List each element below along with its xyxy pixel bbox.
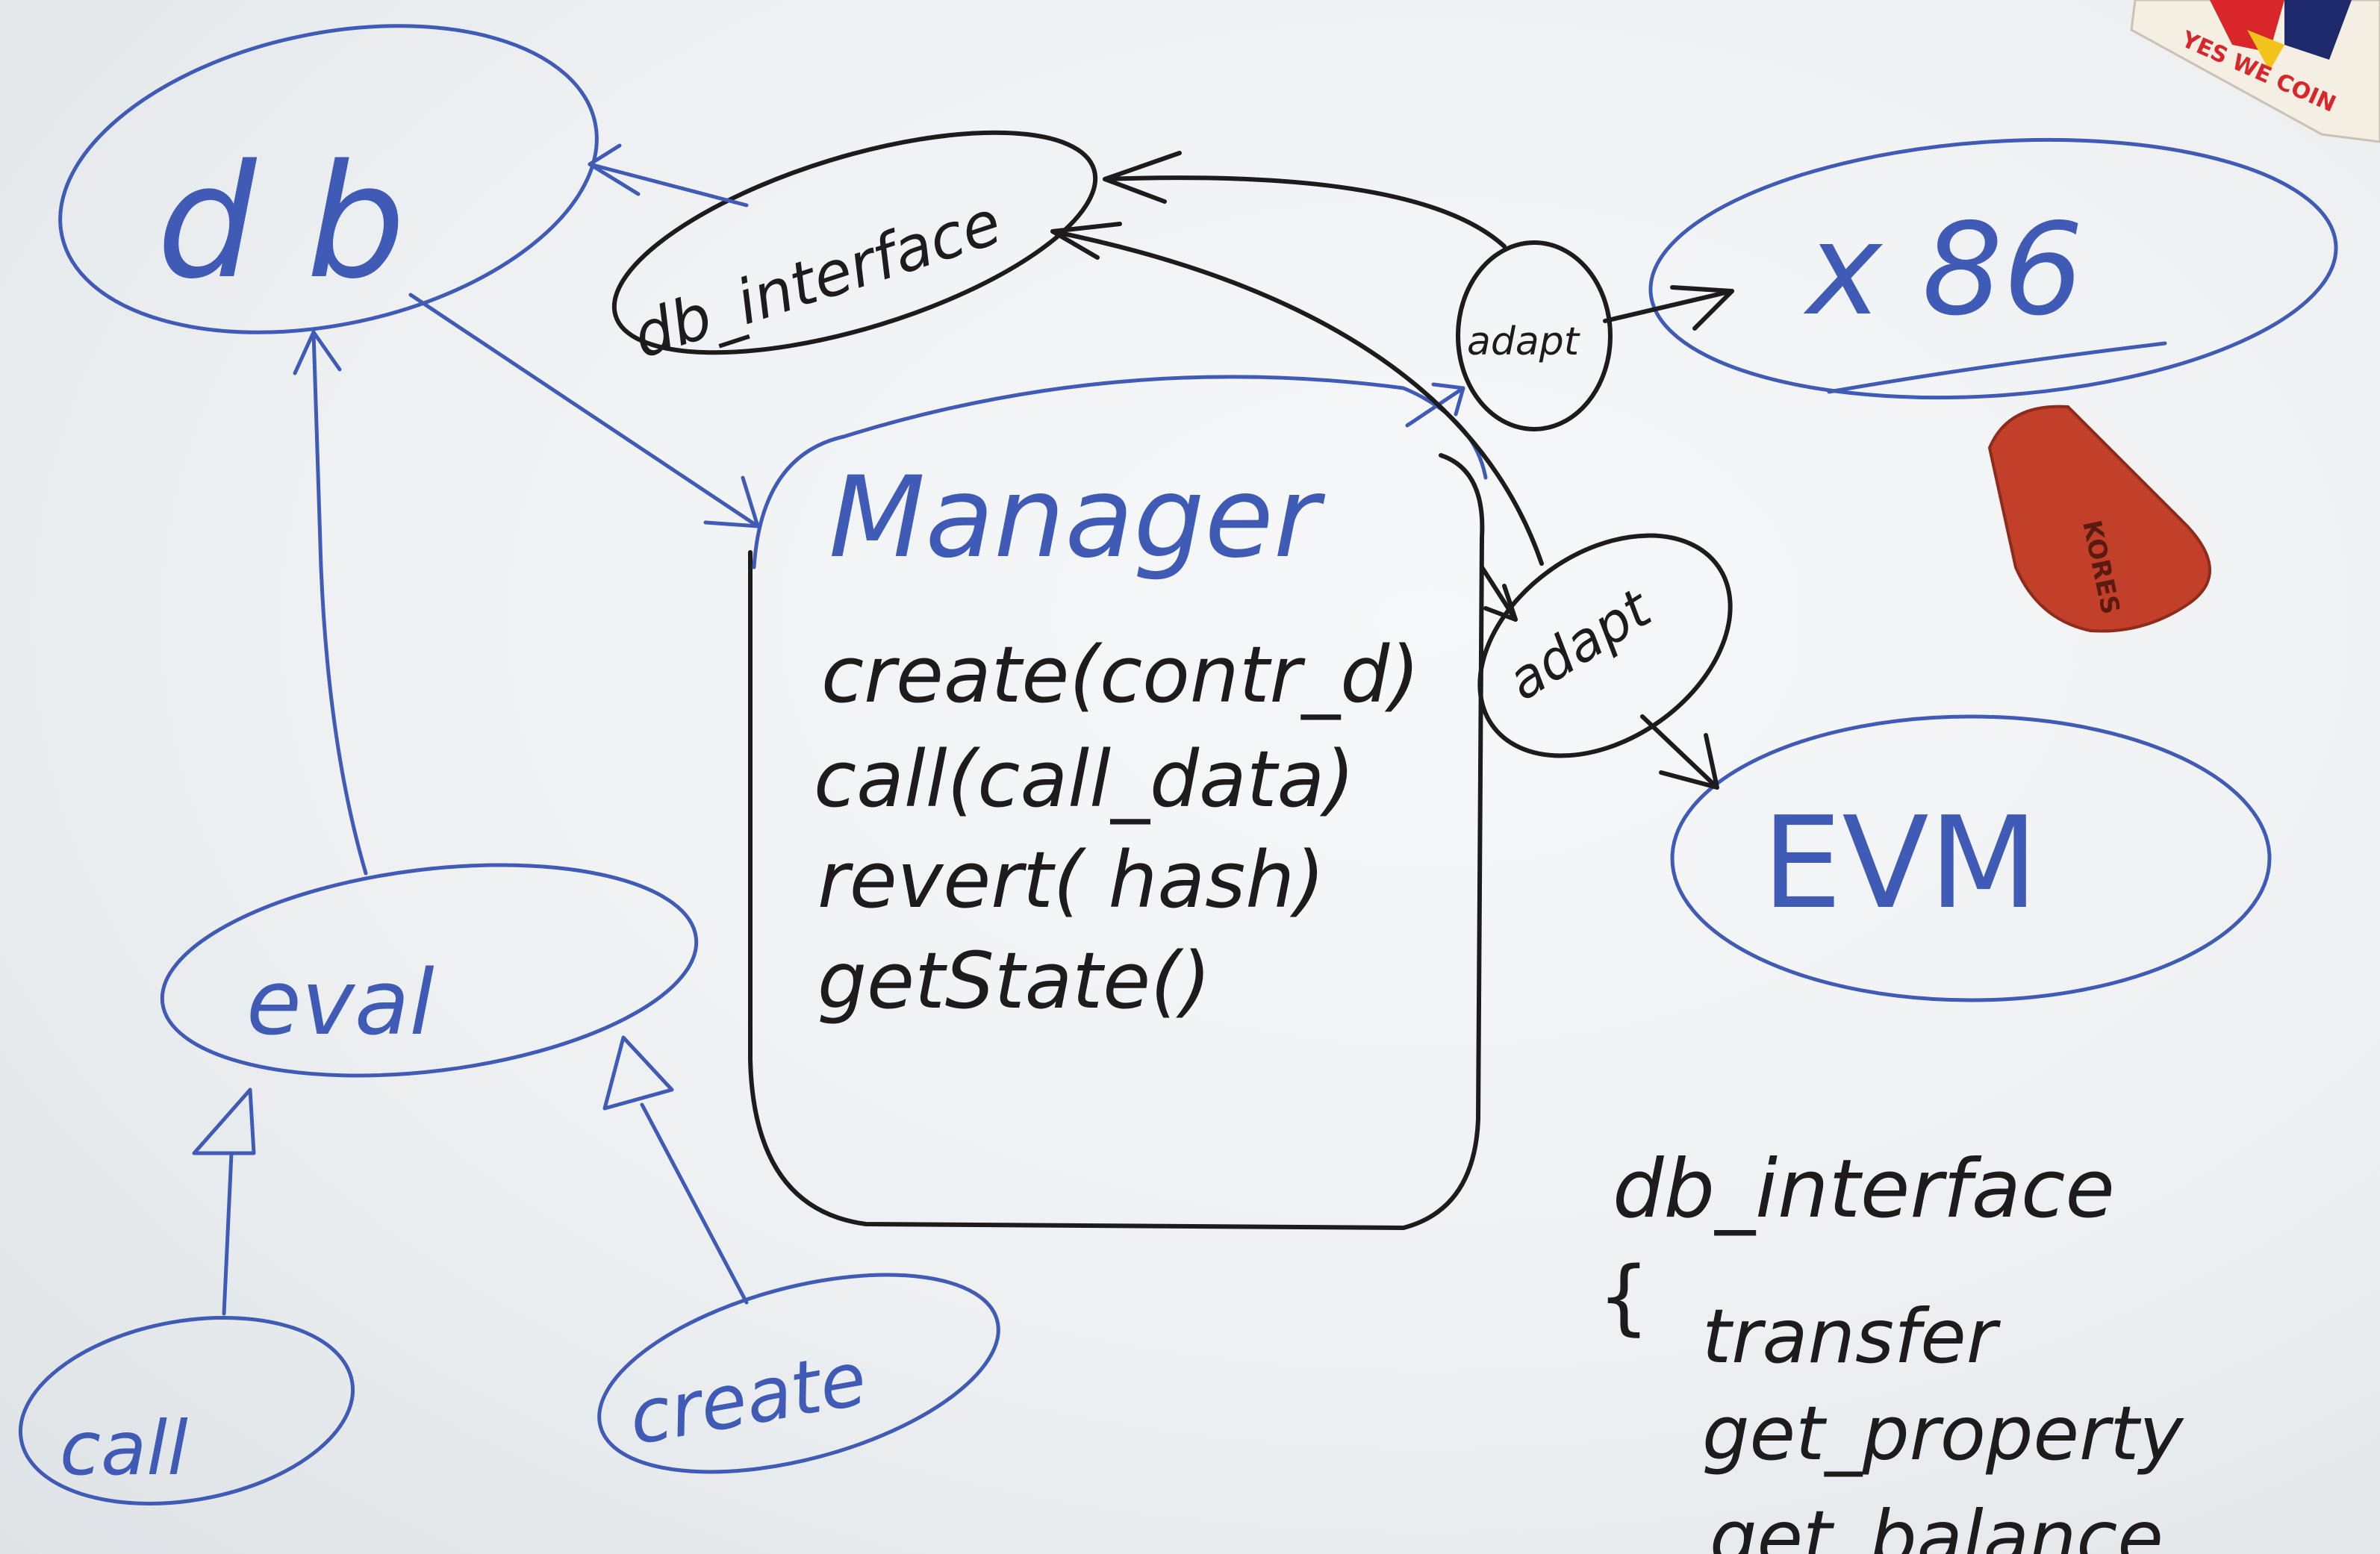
manager-method-3: revert( hash) — [817, 834, 1325, 926]
arrow-adapt-to-x86-head — [1670, 285, 1734, 331]
x86-underline — [1827, 341, 2167, 394]
sticker: YES WE COIN — [2130, 0, 2380, 143]
manager-method-2: call(call_data) — [814, 734, 1355, 825]
arrow-manager-to-adapt-top-head — [1431, 382, 1465, 416]
arrow-manager-to-adapt-bottom — [1480, 565, 1518, 622]
arrow-create-to-eval — [640, 1102, 749, 1305]
arrow-eval-to-db — [311, 330, 368, 876]
eval-label: eval — [246, 952, 434, 1055]
arrow-adapt-bottom-to-dbinterface — [1050, 229, 1544, 566]
manager-box-outline — [748, 453, 1485, 1230]
arrow-dbinterface-to-db-head — [588, 143, 641, 196]
arrow-create-to-eval-triangle — [602, 1035, 674, 1111]
adapt-bottom-node-outline — [1477, 533, 1733, 758]
db-node-outline — [58, 24, 599, 334]
arrow-dbinterface-to-db — [588, 162, 749, 207]
manager-method-1: create(contr_d) — [821, 629, 1420, 720]
notes-item-2: get_property — [1702, 1390, 2184, 1477]
notes-item-3: get_balance — [1710, 1494, 2164, 1554]
arrow-eval-to-db-head — [293, 330, 342, 375]
arrow-manager-to-adapt-top — [1405, 386, 1465, 428]
arrow-call-to-eval-triangle — [192, 1088, 256, 1155]
arrow-adapt-top-to-dbinterface-head — [1103, 151, 1182, 204]
eraser: KORES — [1987, 405, 2211, 633]
evm-node-outline — [1670, 714, 2272, 1002]
manager-title: Manager — [829, 453, 1326, 583]
arrow-adapt-to-evm-head — [1659, 733, 1719, 790]
x86-node-outline — [1648, 137, 2338, 400]
arrow-call-to-eval — [222, 1151, 234, 1316]
notes-brace: { — [1598, 1249, 1650, 1344]
manager-method-4: getState() — [817, 935, 1211, 1026]
call-node-outline — [18, 1316, 355, 1505]
evm-label: EVM — [1762, 790, 2038, 937]
arrow-db-to-manager — [408, 293, 760, 528]
adapt-top-label: adapt — [1467, 319, 1580, 364]
arrow-adapt-top-to-dbinterface — [1103, 175, 1507, 249]
notes-title: db_interface — [1613, 1143, 2115, 1236]
adapt-top-node-outline — [1456, 240, 1613, 431]
x86-label: x 86 — [1803, 196, 2084, 344]
eval-node-outline — [160, 863, 699, 1078]
db-interface-node-outline — [611, 130, 1098, 355]
arrow-adapt-to-evm — [1640, 714, 1719, 790]
create-node-outline — [597, 1273, 1000, 1474]
arrow-adapt-bottom-to-dbinterface-head — [1050, 222, 1122, 260]
db-label: d b — [157, 131, 405, 313]
arrow-manager-to-adapt-bottom-head — [1483, 584, 1518, 622]
call-label: call — [60, 1405, 188, 1492]
arrow-db-to-manager-head — [703, 475, 760, 528]
db-interface-label: db_interface — [625, 187, 1009, 372]
create-label: create — [623, 1335, 873, 1462]
arrow-adapt-to-x86 — [1603, 289, 1734, 323]
notes-item-1: transfer — [1702, 1293, 2001, 1380]
